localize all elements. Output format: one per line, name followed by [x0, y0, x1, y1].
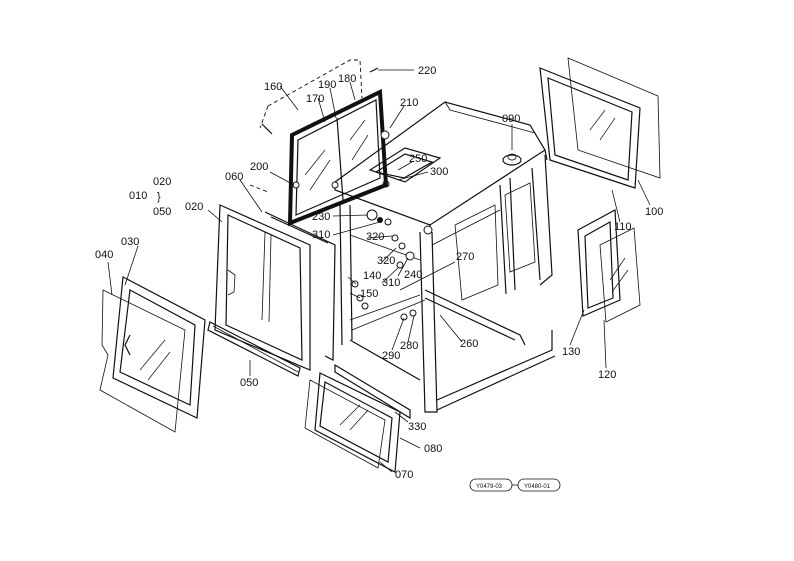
label-280: 280	[400, 340, 418, 352]
label-160: 160	[264, 81, 282, 93]
ref-code-2: Y0480-01	[524, 484, 551, 490]
label-140: 140	[363, 270, 381, 282]
left-door-set	[99, 204, 336, 433]
label-170: 170	[306, 93, 324, 105]
label-120: 120	[598, 369, 616, 381]
windshield-assembly	[249, 59, 390, 226]
label-210: 210	[400, 97, 418, 109]
label-190: 190	[318, 79, 336, 91]
label-010: 010	[129, 190, 147, 202]
label-070: 070	[395, 469, 413, 481]
label-310-b: 310	[382, 277, 400, 289]
label-130: 130	[562, 346, 580, 358]
label-300: 300	[430, 166, 448, 178]
side-window	[577, 209, 641, 323]
label-230: 230	[312, 211, 330, 223]
leader-lines	[107, 69, 651, 473]
label-090: 090	[502, 113, 520, 125]
label-040: 040	[95, 249, 113, 261]
cab-frame	[334, 101, 556, 413]
label-080: 080	[424, 443, 442, 455]
label-150: 150	[360, 288, 378, 300]
label-240: 240	[404, 269, 422, 281]
label-250: 250	[409, 153, 427, 165]
label-200: 200	[250, 161, 268, 173]
label-330: 330	[408, 421, 426, 433]
label-050: 050	[240, 377, 258, 389]
label-110: 110	[614, 221, 632, 233]
front-lower-window	[304, 363, 411, 473]
label-020: 020	[185, 201, 203, 213]
label-060: 060	[225, 171, 243, 183]
label-270: 270	[456, 251, 474, 263]
label-320-b: 320	[377, 255, 395, 267]
label-260: 260	[460, 338, 478, 350]
label-310: 310	[312, 229, 330, 241]
label-220: 220	[418, 65, 436, 77]
ref-code-1: Y0479-03	[476, 484, 503, 490]
label-320: 320	[366, 231, 384, 243]
label-030: 030	[121, 236, 139, 248]
label-290: 290	[382, 350, 400, 362]
rear-window	[539, 57, 661, 189]
label-180: 180	[338, 73, 356, 85]
bracket-symbol: }	[157, 191, 161, 203]
label-020-group: 020	[153, 176, 171, 188]
label-050-group: 050	[153, 206, 171, 218]
reference-codes: Y0479-03 Y0480-01	[469, 478, 561, 492]
label-100: 100	[645, 206, 663, 218]
part-labels: 220 160 190 180 170 210 090 250 300 200 …	[95, 65, 663, 481]
